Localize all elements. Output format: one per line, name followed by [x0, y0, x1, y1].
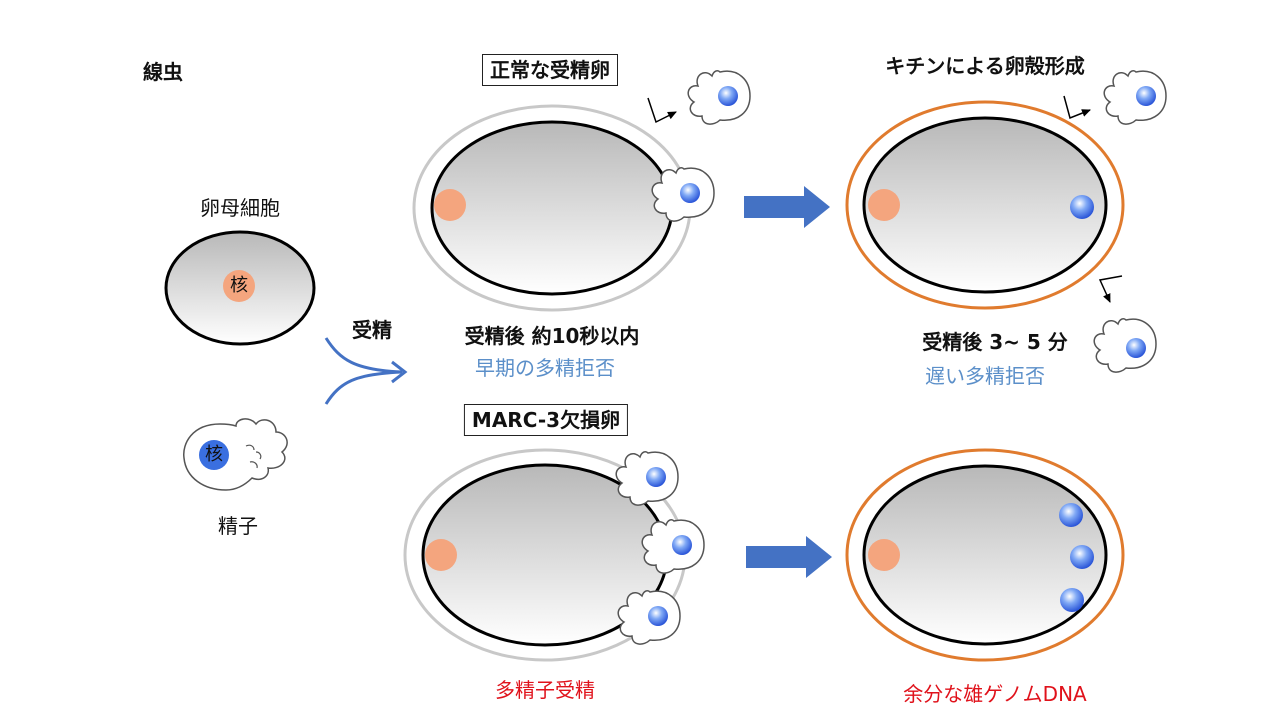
chitin-time-label: 受精後 3~ 5 分 — [922, 330, 1068, 354]
chitin-title: キチンによる卵殻形成 — [885, 54, 1085, 78]
normal-time-label: 受精後 約10秒以内 — [464, 324, 640, 348]
sperm-cell — [183, 418, 288, 491]
chitin-rejected-sperm-top — [1103, 70, 1167, 125]
organism-label: 線虫 — [143, 60, 183, 84]
normal-rejected-sperm — [687, 70, 751, 125]
fertilization-arrow — [324, 337, 408, 405]
normal-egg-nucleus — [434, 189, 466, 221]
oocyte-nucleus-label: 核 — [230, 275, 248, 296]
polyspermy-label: 多精子受精 — [495, 678, 595, 702]
mutant-title: MARC-3欠損卵 — [463, 404, 629, 436]
fertilization-label: 受精 — [352, 318, 392, 342]
oocyte-label: 卵母細胞 — [200, 196, 280, 220]
mutant-sperm-1 — [615, 451, 679, 506]
sperm-label: 精子 — [218, 514, 258, 538]
early-block-label: 早期の多精拒否 — [475, 356, 615, 380]
transition-arrow-top — [744, 186, 830, 228]
normal-egg-title: 正常な受精卵 — [482, 54, 618, 86]
sperm-nucleus-label: 核 — [205, 444, 223, 465]
normal-entering-sperm — [651, 167, 715, 222]
normal-rejection-arrow — [647, 97, 677, 124]
normal-egg — [412, 104, 692, 312]
transition-arrow-bottom — [746, 536, 832, 578]
chitin-egg — [845, 100, 1125, 310]
mutant-egg — [403, 448, 687, 662]
oocyte-nucleus — [223, 270, 255, 302]
extra-male-genome-label: 余分な雄ゲノムDNA — [903, 682, 1087, 706]
chitin-rejected-sperm-bottom — [1093, 318, 1157, 373]
oocyte-cell — [164, 230, 316, 346]
slow-block-label: 遅い多精拒否 — [925, 364, 1045, 388]
mutant-sperm-3 — [617, 590, 681, 645]
sperm-nucleus — [199, 440, 229, 470]
mutant-sperm-2 — [641, 519, 705, 574]
polyspermic-egg — [845, 448, 1125, 662]
